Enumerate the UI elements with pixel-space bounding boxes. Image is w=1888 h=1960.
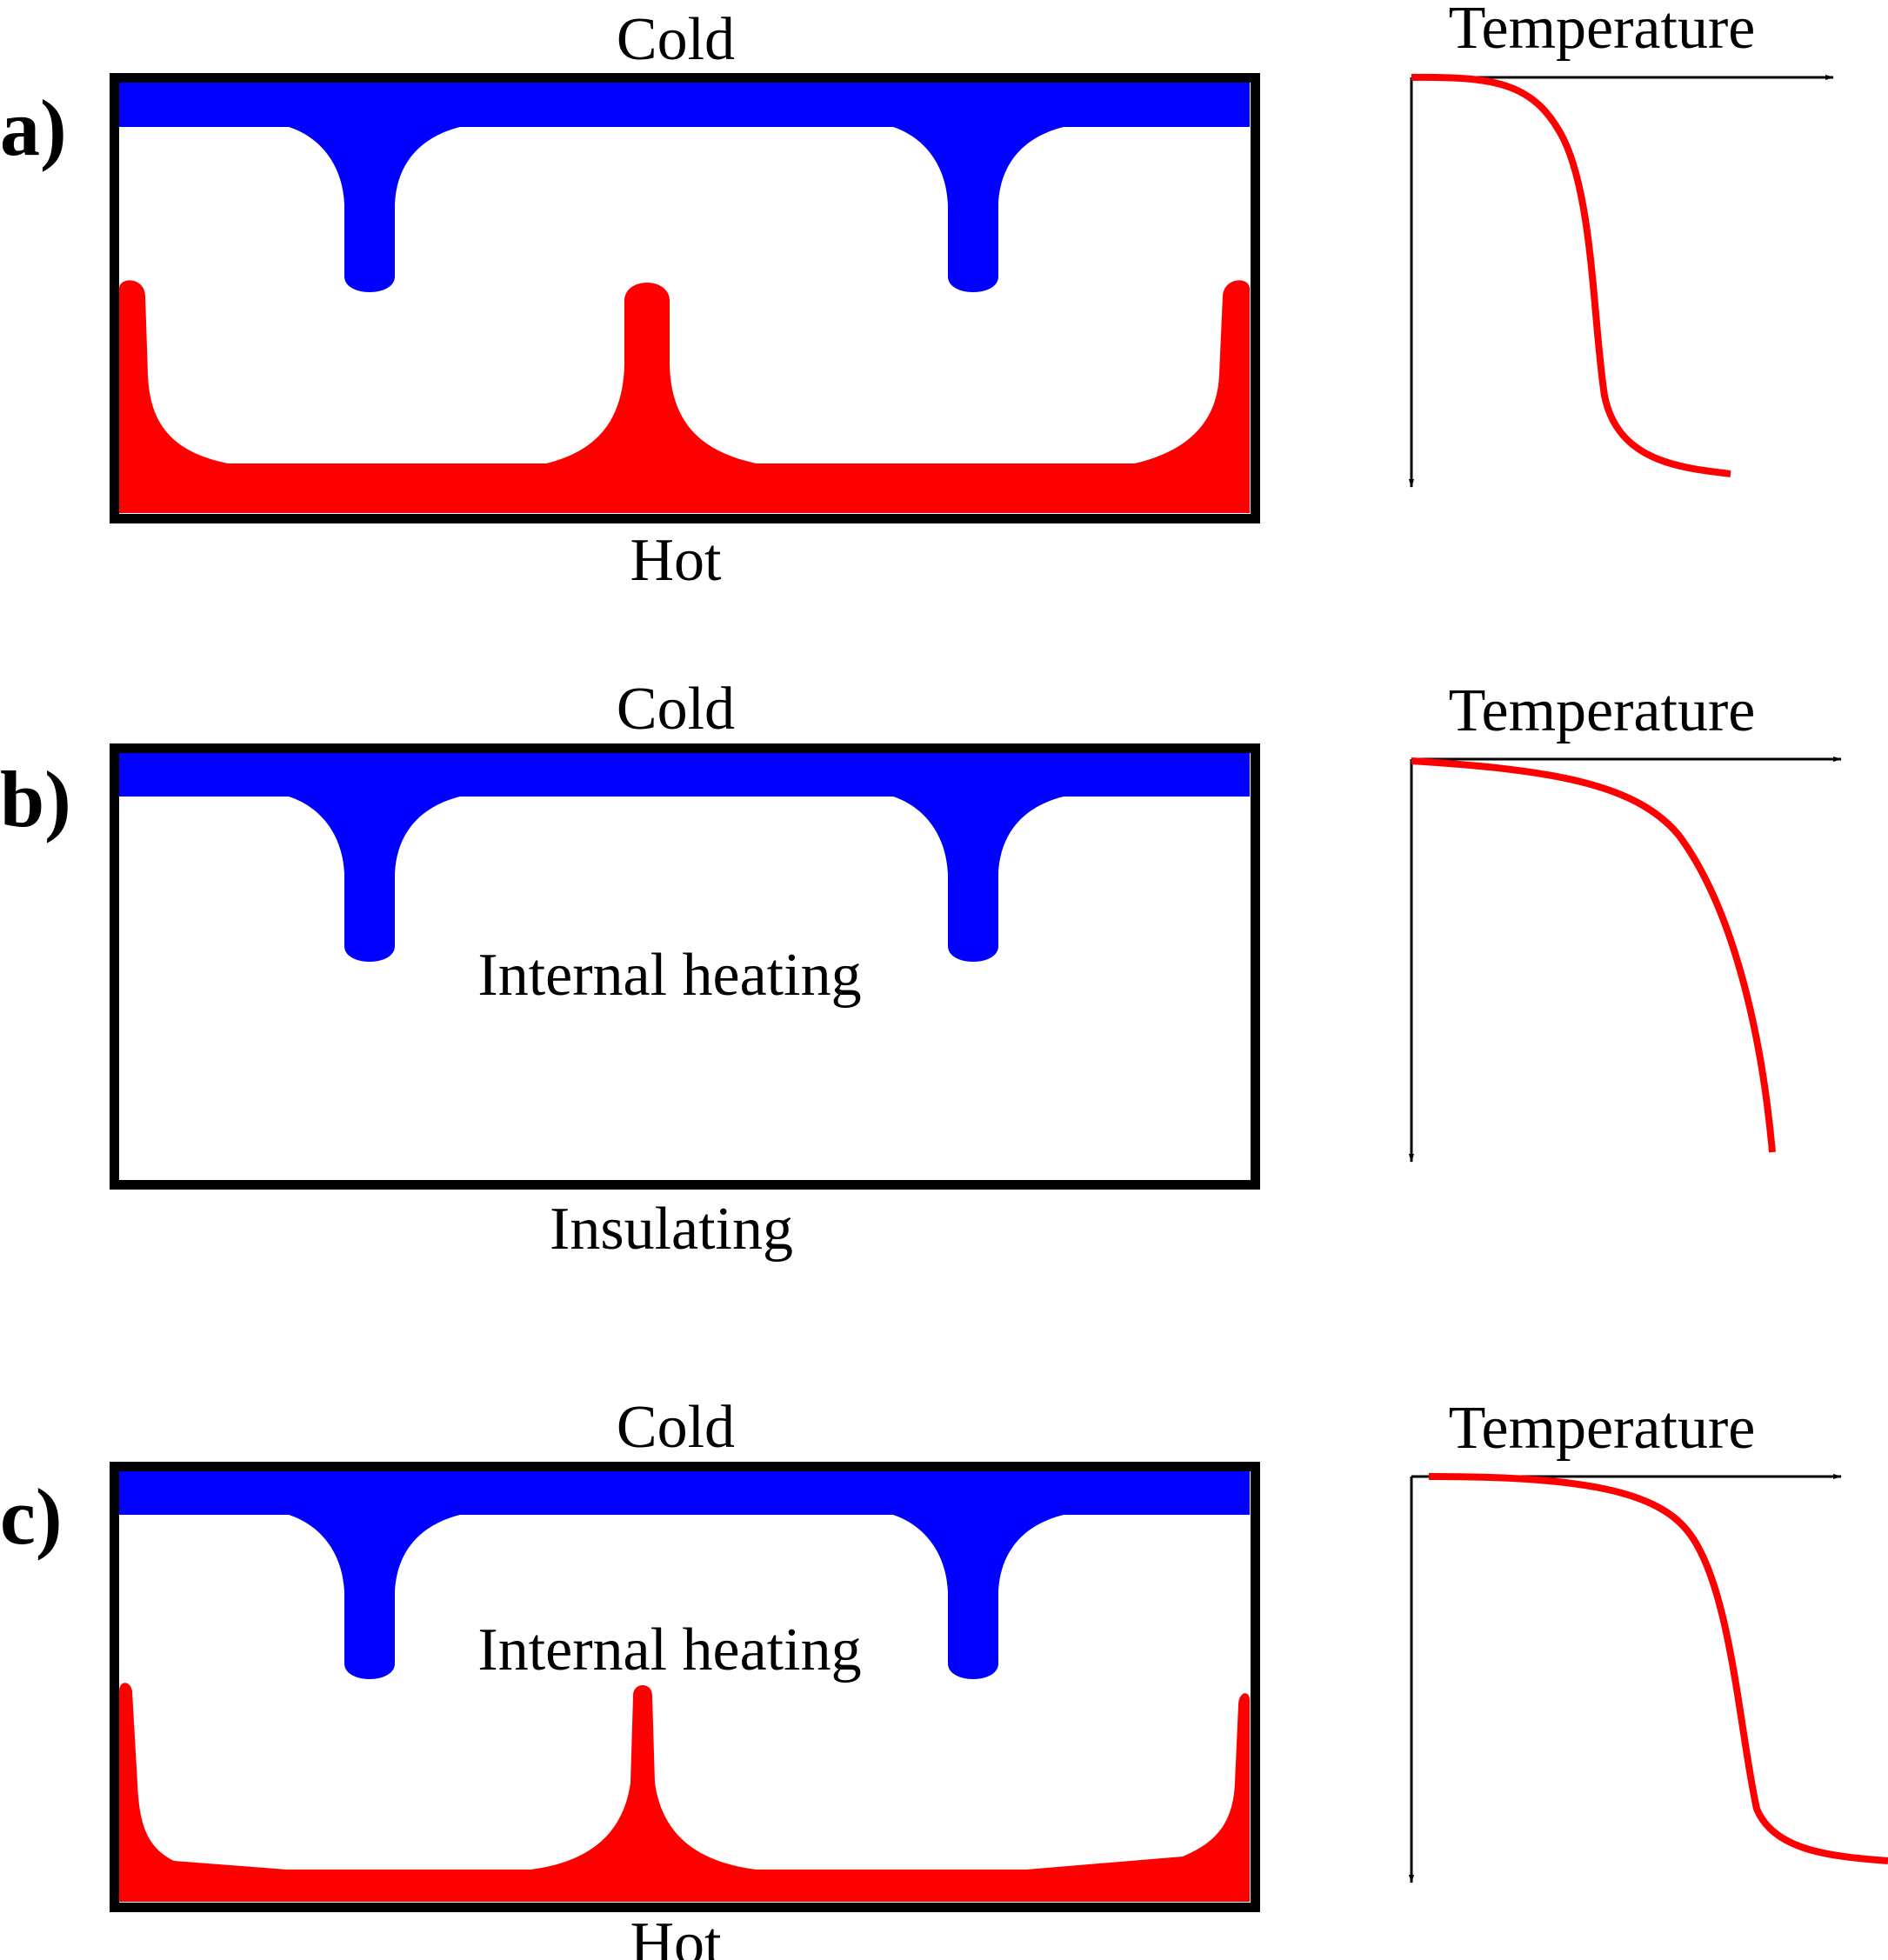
panel-a-axis-label: Temperature (1449, 0, 1756, 62)
panel-c-bottom-label: Hot (630, 1910, 723, 1960)
panel-b-top-label: Cold (617, 676, 735, 743)
panel-b-box (110, 743, 1260, 1190)
panel-b: b) Cold Internal heating Insulating Temp… (0, 676, 1842, 1263)
panel-b-bottom-label: Insulating (550, 1196, 793, 1263)
panel-c-center-label: Internal heating (477, 1617, 861, 1683)
panel-c-hot-layer (119, 1683, 1250, 1902)
panel-c-top-label: Cold (617, 1394, 735, 1461)
panel-b-letter: b) (0, 755, 71, 843)
panel-b-temperature-profile (1411, 757, 1776, 1153)
panel-c-box (110, 1462, 1260, 1912)
panel-a-cold-layer (119, 83, 1250, 292)
panel-a-top-label: Cold (617, 6, 735, 73)
panel-c-letter: c) (0, 1472, 62, 1561)
panel-b-axis-label: Temperature (1449, 677, 1756, 744)
panel-c-temperature-profile (1428, 1473, 1888, 1864)
panel-a: a) Cold Hot Temperature (0, 0, 1834, 594)
panel-b-center-label: Internal heating (477, 942, 861, 1009)
panel-a-letter: a) (0, 83, 67, 172)
panel-a-hot-layer (119, 280, 1250, 513)
panel-a-bottom-label: Hot (630, 527, 723, 594)
panel-c-cold-layer (119, 1471, 1250, 1679)
panel-c-axis-label: Temperature (1449, 1395, 1756, 1462)
panel-c: c) Cold Internal heating Hot Temperature (0, 1394, 1888, 1960)
panel-a-temperature-profile (1411, 73, 1731, 477)
panel-b-cold-layer (119, 753, 1250, 962)
panel-a-box (110, 73, 1260, 523)
